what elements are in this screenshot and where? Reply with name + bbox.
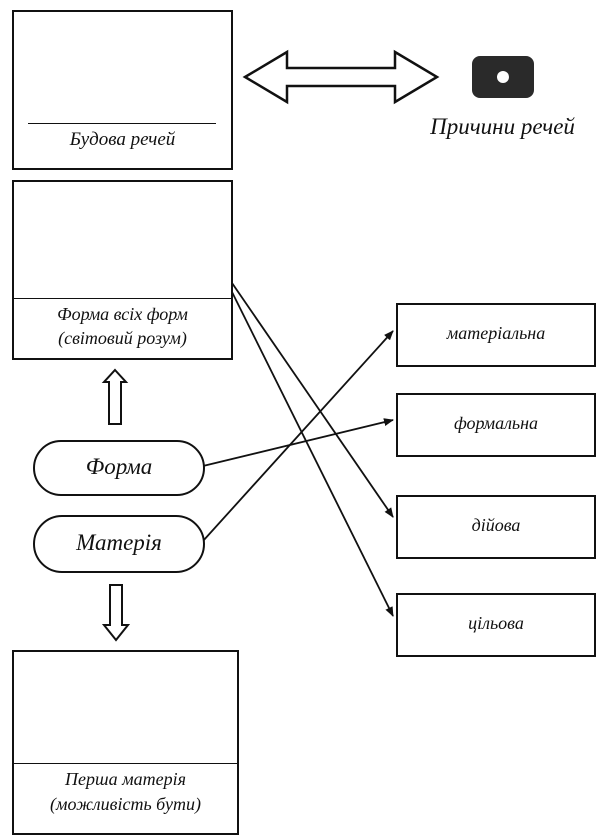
form-of-forms-divider xyxy=(14,298,231,299)
structure-divider xyxy=(28,123,216,124)
form-pill xyxy=(33,440,205,496)
arrow-form-to-formal xyxy=(202,418,394,467)
cause-label-final: цільова xyxy=(468,613,524,633)
prime-matter-divider xyxy=(14,763,237,764)
form-of-forms-box xyxy=(12,180,233,360)
matter-pill-label: Матерія xyxy=(76,530,162,555)
prime-matter-label-line1: Перша матерія xyxy=(65,769,186,789)
arrow-form-of-forms-to-final xyxy=(231,291,394,617)
arrow-form-of-forms-to-efficient xyxy=(231,282,394,518)
prime-matter-box xyxy=(12,650,239,835)
causes-title: Причини речей xyxy=(430,114,575,139)
structure-box xyxy=(12,10,233,170)
double-arrow-icon xyxy=(242,49,440,105)
prime-matter-label-line2: (можливість бути) xyxy=(50,794,201,814)
cause-label-efficient: дійова xyxy=(471,515,521,535)
matter-pill xyxy=(33,515,205,573)
arrow-matter-to-material xyxy=(202,330,394,542)
cause-label-material: матеріальна xyxy=(446,323,546,343)
cause-label-formal: формальна xyxy=(453,413,539,433)
form-of-forms-label-line1: Форма всіх форм xyxy=(57,304,188,324)
hollow-up-arrow-icon xyxy=(101,368,129,425)
structure-label: Будова речей xyxy=(69,129,176,150)
cause-box-material xyxy=(396,303,596,367)
cause-box-efficient xyxy=(396,495,596,559)
cause-box-formal xyxy=(396,393,596,457)
form-of-forms-label-line2: (світовий розум) xyxy=(58,328,187,348)
dark-square-icon-right xyxy=(472,56,534,98)
form-pill-label: Форма xyxy=(85,454,153,479)
hollow-down-arrow-icon xyxy=(101,584,131,642)
cause-box-final xyxy=(396,593,596,657)
